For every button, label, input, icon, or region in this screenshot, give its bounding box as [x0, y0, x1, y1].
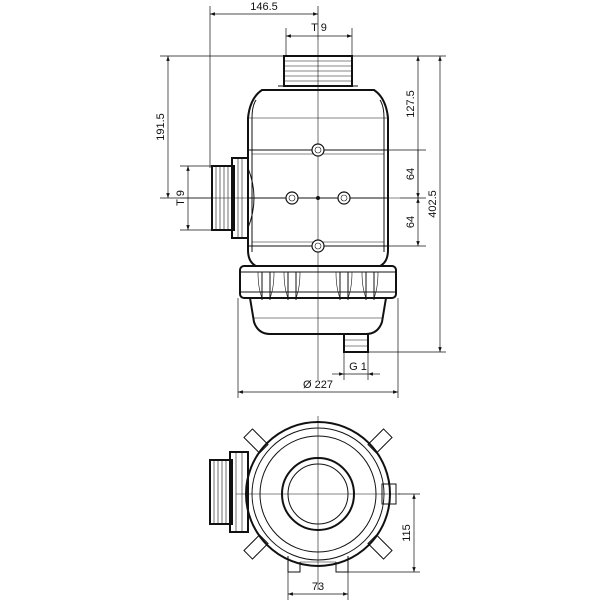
dim-side-thread: T 9: [175, 190, 187, 206]
dim-drain-thread: G 1: [349, 361, 367, 373]
side-view: [180, 40, 400, 380]
bolt-top: [311, 143, 325, 157]
dim-top-thread: T 9: [311, 22, 327, 34]
dim-bottom-height: 115: [401, 524, 413, 542]
top-view-inlet: [209, 451, 249, 533]
bottom-lugs: [287, 556, 349, 573]
dim-right-upper: 127.5: [405, 90, 417, 118]
top-view-dimensions: 115 73: [287, 493, 420, 600]
dim-diameter: Ø 227: [303, 379, 333, 391]
bolt-bottom: [311, 239, 325, 253]
top-view: [209, 416, 400, 590]
dim-right-mid-bottom: 64: [405, 216, 417, 228]
dim-bottom-width: 73: [312, 581, 324, 593]
bolt-right: [337, 191, 351, 205]
dim-right-mid-top: 64: [405, 168, 417, 180]
bolt-left: [285, 191, 299, 205]
drain-outlet: [343, 333, 369, 353]
side-view-dimensions: 146.5 T 9 191.5 T 9 127.5 64 64 40: [155, 1, 446, 398]
dim-top-width: 146.5: [250, 1, 278, 13]
dim-total-height: 402.5: [427, 190, 439, 218]
dim-upper-height: 191.5: [155, 113, 167, 141]
